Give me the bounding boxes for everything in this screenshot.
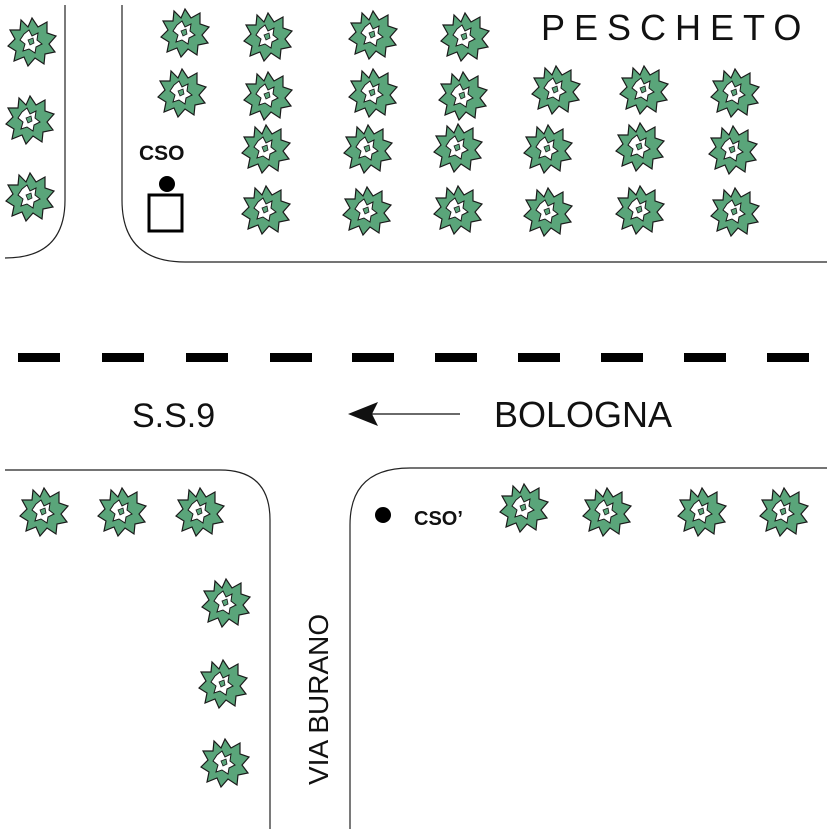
tree-icon bbox=[5, 8, 809, 788]
curb-top-left bbox=[4, 5, 66, 259]
marker-label-cso-prime: CSO’ bbox=[414, 508, 463, 530]
curb-bottom-left bbox=[5, 469, 271, 829]
road-name-label: S.S.9 bbox=[132, 397, 215, 435]
marker-label-cso: CSO bbox=[139, 142, 185, 165]
road-edges bbox=[4, 5, 827, 829]
curb-top-right bbox=[121, 5, 827, 263]
direction-label: BOLOGNA bbox=[494, 394, 672, 435]
arrow-left-icon bbox=[348, 402, 460, 426]
area-name-label: PESCHETO bbox=[541, 7, 810, 48]
filled-dot-icon bbox=[375, 507, 391, 523]
side-street-label: VIA BURANO bbox=[303, 614, 334, 785]
curb-bottom-right bbox=[349, 467, 827, 829]
lane-divider bbox=[18, 353, 809, 362]
station-box-icon bbox=[147, 176, 184, 233]
